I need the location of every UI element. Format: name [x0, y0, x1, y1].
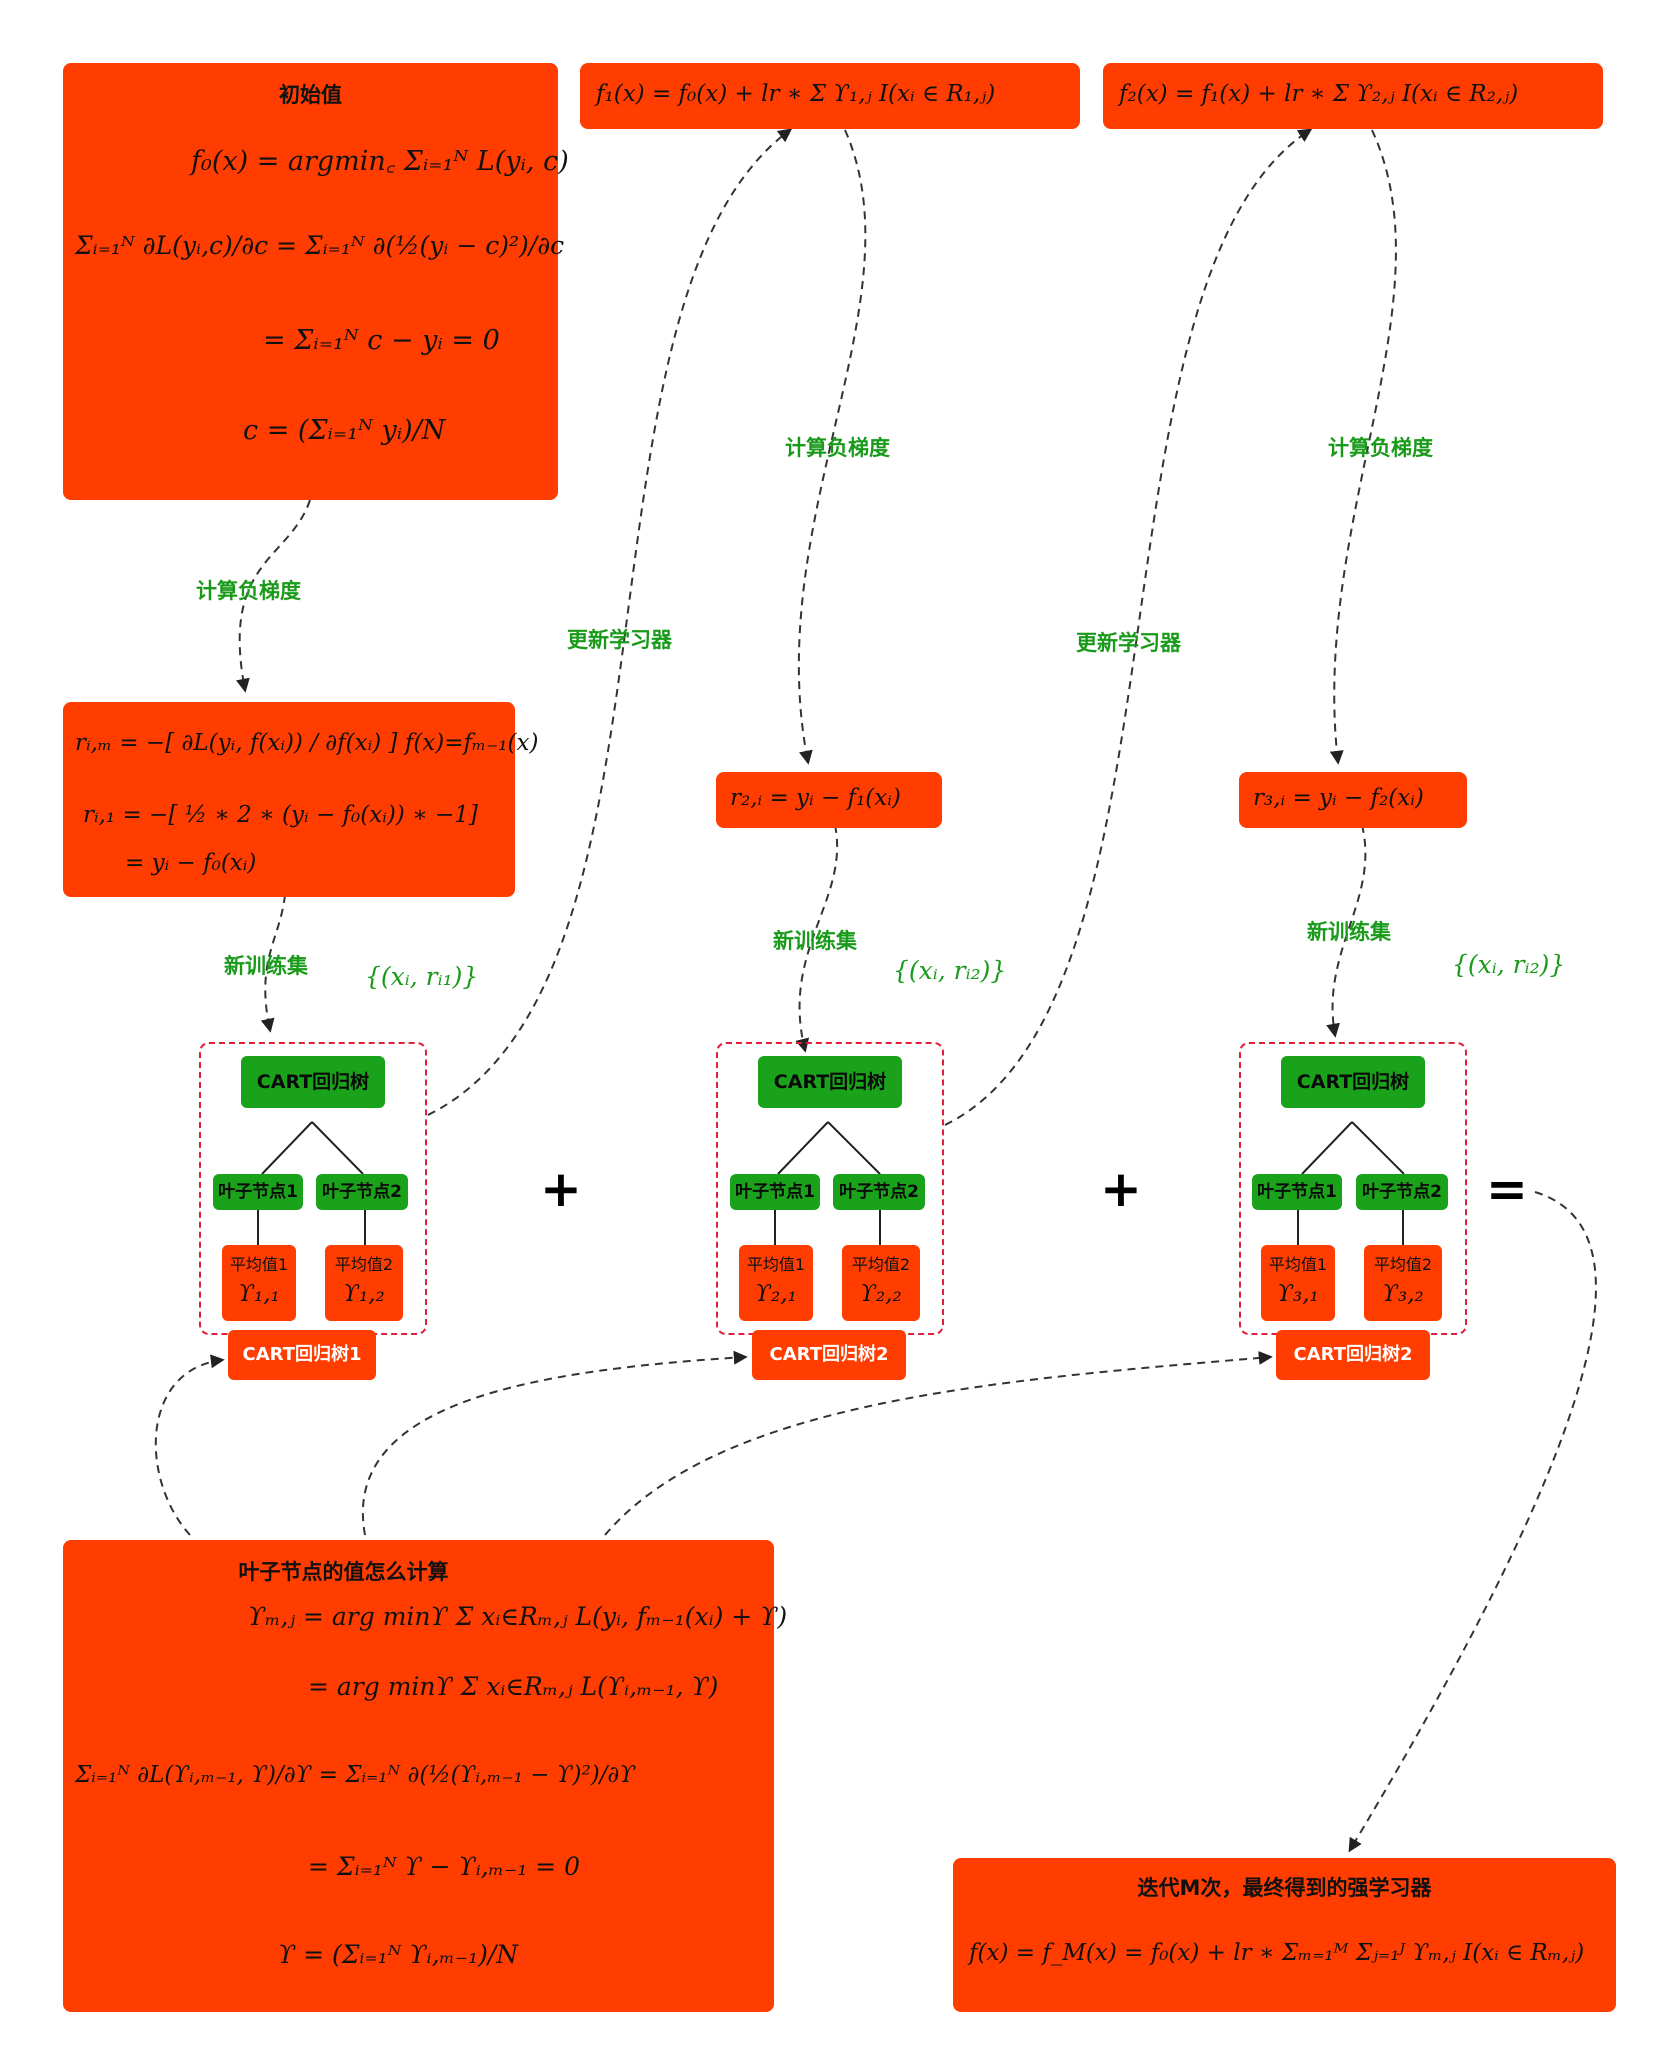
- residual-formula-1: rᵢ,ₘ = −[ ∂L(yᵢ, f(xᵢ)) / ∂f(xᵢ) ] f(x)=…: [75, 730, 539, 756]
- tree1-branches: [257, 1121, 366, 1245]
- tree-2-avg-1-label: 平均值1: [746, 1255, 806, 1274]
- leaf-formula-2: = arg minϒ Σ xᵢ∈Rₘ,ⱼ L(ϒᵢ,ₘ₋₁, ϒ): [308, 1672, 719, 1701]
- tree-1-root: CART回归树: [241, 1056, 385, 1108]
- tree-3-gamma-1: ϒ₃,₁: [1277, 1281, 1319, 1307]
- label-neg-grad-3: 计算负梯度: [1328, 436, 1433, 460]
- tree-3-caption: CART回归树2: [1276, 1330, 1430, 1380]
- arrow-leafbox-to-tree1: [154, 1354, 225, 1536]
- plus-operator-1: +: [540, 1160, 582, 1218]
- tree-1-avg-1-label: 平均值1: [229, 1255, 289, 1274]
- label-new-train-set-1: 新训练集: [224, 954, 308, 978]
- arrow-tree1-to-update1: [427, 128, 793, 1116]
- label-neg-grad-2: 计算负梯度: [785, 436, 890, 460]
- tree3-branches: [1297, 1121, 1405, 1245]
- label-update-learner-2: 更新学习器: [1076, 631, 1181, 655]
- init-formula-4: c = (Σᵢ₌₁ᴺ yᵢ)/N: [243, 415, 446, 446]
- label-neg-grad-1: 计算负梯度: [196, 579, 301, 603]
- final-learner-box: 迭代M次，最终得到的强学习器 f(x) = f_M(x) = f₀(x) + l…: [953, 1858, 1616, 2012]
- residual-formula-3: = yᵢ − f₀(xᵢ): [125, 850, 257, 876]
- tree2-branches: [774, 1121, 881, 1245]
- init-value-box: 初始值 f₀(x) = argmin꜀ Σᵢ₌₁ᴺ L(yᵢ, c) Σᵢ₌₁ᴺ…: [63, 63, 569, 500]
- arrow-init-to-residual: [236, 499, 311, 693]
- tree-1-gamma-1: ϒ₁,₁: [238, 1281, 280, 1307]
- tree-1-leaf-1: 叶子节点1: [213, 1174, 303, 1210]
- update-learner-2-formula: f₂(x) = f₁(x) + lr ∗ Σ ϒ₂,ⱼ I(xᵢ ∈ R₂,ⱼ): [1119, 81, 1519, 107]
- arrow-leafbox-to-tree3: [604, 1350, 1273, 1536]
- update-learner-2-box: f₂(x) = f₁(x) + lr ∗ Σ ϒ₂,ⱼ I(xᵢ ∈ R₂,ⱼ): [1103, 63, 1603, 129]
- tree-2-leaf-2: 叶子节点2: [833, 1174, 925, 1210]
- plus-operator-2: +: [1100, 1160, 1142, 1218]
- tree-3-avg-2: 平均值2 ϒ₃,₂: [1364, 1245, 1442, 1321]
- arrow-tree2-to-update2: [944, 128, 1313, 1126]
- tree-3-gamma-2: ϒ₃,₂: [1382, 1281, 1424, 1307]
- tree-2-gamma-2: ϒ₂,₂: [860, 1281, 902, 1307]
- tree-2-root: CART回归树: [758, 1056, 902, 1108]
- tree-3-avg-1: 平均值1 ϒ₃,₁: [1261, 1245, 1335, 1321]
- tree-2-caption: CART回归树2: [752, 1330, 906, 1380]
- tree-1-gamma-2: ϒ₁,₂: [343, 1281, 385, 1307]
- leaf-value-title: 叶子节点的值怎么计算: [238, 1560, 449, 1584]
- residual-box: rᵢ,ₘ = −[ ∂L(yᵢ, f(xᵢ)) / ∂f(xᵢ) ] f(x)=…: [63, 702, 538, 897]
- leaf-formula-3: Σᵢ₌₁ᴺ ∂L(ϒᵢ,ₘ₋₁, ϒ)/∂ϒ = Σᵢ₌₁ᴺ ∂(½(ϒᵢ,ₘ₋…: [75, 1762, 636, 1788]
- tree-2-leaf-1: 叶子节点1: [730, 1174, 820, 1210]
- arrow-residual-to-tree1: [260, 894, 286, 1033]
- label-new-train-set-3: 新训练集: [1307, 920, 1391, 944]
- label-update-learner-1: 更新学习器: [567, 628, 672, 652]
- init-value-title: 初始值: [279, 83, 342, 107]
- residual-3-formula: r₃,ᵢ = yᵢ − f₂(xᵢ): [1253, 785, 1424, 811]
- tree-1-leaf-2: 叶子节点2: [316, 1174, 408, 1210]
- init-formula-3: = Σᵢ₌₁ᴺ c − yᵢ = 0: [263, 325, 500, 356]
- final-learner-formula: f(x) = f_M(x) = f₀(x) + lr ∗ Σₘ₌₁ᴹ Σⱼ₌₁ᴶ…: [969, 1940, 1585, 1966]
- arrow-update1-to-residual2: [797, 129, 867, 765]
- leaf-formula-5: ϒ = (Σᵢ₌₁ᴺ ϒᵢ,ₘ₋₁)/N: [278, 1940, 519, 1969]
- arrow-update2-to-residual3: [1329, 129, 1397, 765]
- residual-2-formula: r₂,ᵢ = yᵢ − f₁(xᵢ): [730, 785, 901, 811]
- tree-1-caption: CART回归树1: [228, 1330, 376, 1380]
- tree-2-avg-2: 平均值2 ϒ₂,₂: [842, 1245, 920, 1321]
- tree-1-avg-1: 平均值1 ϒ₁,₁: [222, 1245, 296, 1321]
- arrow-residual3-to-tree3: [1326, 824, 1367, 1038]
- train-set-1: {(xᵢ, rᵢ₁)}: [365, 962, 479, 991]
- tree-3-avg-2-label: 平均值2: [1373, 1255, 1433, 1274]
- init-formula-2: Σᵢ₌₁ᴺ ∂L(yᵢ,c)/∂c = Σᵢ₌₁ᴺ ∂(½(yᵢ − c)²)/…: [75, 231, 565, 260]
- update-learner-1-box: f₁(x) = f₀(x) + lr ∗ Σ ϒ₁,ⱼ I(xᵢ ∈ R₁,ⱼ): [580, 63, 1080, 129]
- update-learner-1-formula: f₁(x) = f₀(x) + lr ∗ Σ ϒ₁,ⱼ I(xᵢ ∈ R₁,ⱼ): [596, 81, 996, 107]
- residual-formula-2: rᵢ,₁ = −[ ½ ∗ 2 ∗ (yᵢ − f₀(xᵢ)) ∗ −1]: [83, 802, 478, 828]
- tree-3-leaf-2: 叶子节点2: [1356, 1174, 1448, 1210]
- tree-1-avg-2: 平均值2 ϒ₁,₂: [325, 1245, 403, 1321]
- train-set-2: {(xᵢ, rᵢ₂)}: [893, 956, 1007, 985]
- final-learner-title: 迭代M次，最终得到的强学习器: [1137, 1876, 1432, 1900]
- tree-3-leaf-1: 叶子节点1: [1252, 1174, 1342, 1210]
- tree-2-gamma-1: ϒ₂,₁: [755, 1281, 797, 1307]
- leaf-formula-4: = Σᵢ₌₁ᴺ ϒ − ϒᵢ,ₘ₋₁ = 0: [308, 1852, 580, 1881]
- arrow-leafbox-to-tree2: [362, 1350, 748, 1536]
- tree-3-root: CART回归树: [1281, 1056, 1425, 1108]
- tree-2-avg-1: 平均值1 ϒ₂,₁: [739, 1245, 813, 1321]
- label-new-train-set-2: 新训练集: [773, 929, 857, 953]
- tree-3-avg-1-label: 平均值1: [1268, 1255, 1328, 1274]
- init-formula-1: f₀(x) = argmin꜀ Σᵢ₌₁ᴺ L(yᵢ, c): [191, 146, 569, 177]
- residual-3-box: r₃,ᵢ = yᵢ − f₂(xᵢ): [1239, 772, 1467, 828]
- train-set-3: {(xᵢ, rᵢ₂)}: [1452, 950, 1566, 979]
- residual-2-box: r₂,ᵢ = yᵢ − f₁(xᵢ): [716, 772, 942, 828]
- leaf-value-box: 叶子节点的值怎么计算 ϒₘ,ⱼ = arg minϒ Σ xᵢ∈Rₘ,ⱼ L(y…: [63, 1540, 787, 2012]
- tree-2-avg-2-label: 平均值2: [851, 1255, 911, 1274]
- leaf-formula-1: ϒₘ,ⱼ = arg minϒ Σ xᵢ∈Rₘ,ⱼ L(yᵢ, fₘ₋₁(xᵢ)…: [248, 1602, 788, 1631]
- tree-1-avg-2-label: 平均值2: [334, 1255, 394, 1274]
- equals-operator: =: [1486, 1160, 1528, 1218]
